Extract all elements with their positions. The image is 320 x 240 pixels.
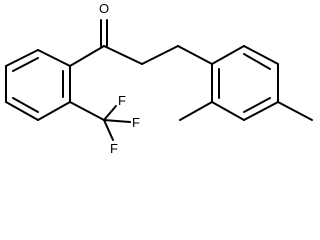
bond bbox=[69, 45, 105, 67]
benzene-ring-right bbox=[211, 45, 279, 121]
fluorine-label-bottom: F bbox=[110, 141, 118, 156]
fluorine-label-right: F bbox=[132, 115, 140, 130]
double-bond-inner bbox=[243, 97, 271, 113]
bond-to-fluorine bbox=[103, 119, 114, 141]
bond-to-fluorine bbox=[103, 119, 131, 123]
bond bbox=[69, 101, 105, 121]
propanone-chain bbox=[69, 19, 213, 67]
bond bbox=[243, 101, 279, 121]
trifluoromethyl-group bbox=[69, 101, 131, 141]
benzene-ring-left bbox=[5, 49, 71, 121]
double-bond-inner bbox=[243, 53, 271, 70]
methyl-bond-para bbox=[277, 101, 313, 121]
methyl-bond-ortho bbox=[179, 101, 213, 121]
bond bbox=[141, 45, 179, 65]
bond bbox=[177, 45, 213, 65]
fluorine-label-top: F bbox=[118, 93, 126, 108]
bond bbox=[5, 49, 39, 67]
double-bond-inner bbox=[12, 97, 39, 113]
chemical-structure: O F F F bbox=[5, 1, 313, 156]
bond bbox=[5, 101, 39, 121]
bond bbox=[211, 45, 245, 65]
bond bbox=[243, 45, 279, 65]
bond bbox=[103, 45, 143, 65]
double-bond-inner bbox=[12, 57, 39, 72]
bond bbox=[211, 101, 245, 121]
bond bbox=[37, 101, 71, 121]
bond bbox=[37, 49, 71, 67]
oxygen-label: O bbox=[99, 1, 109, 16]
bond-to-fluorine bbox=[103, 105, 117, 121]
